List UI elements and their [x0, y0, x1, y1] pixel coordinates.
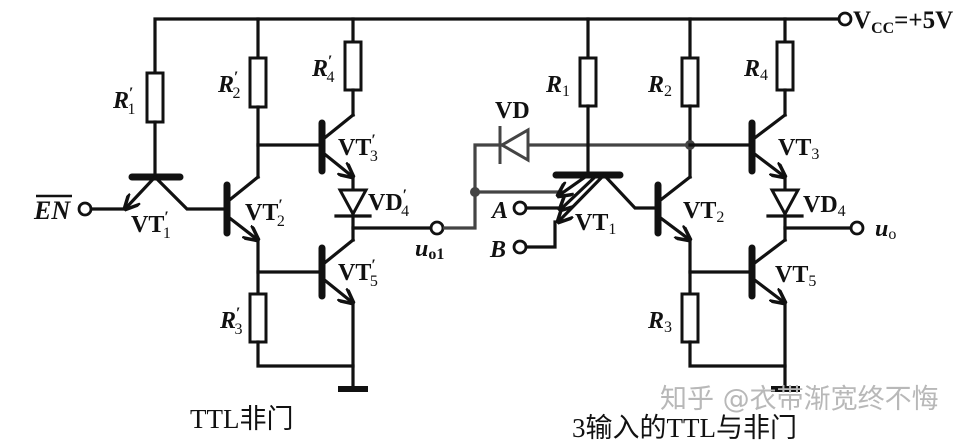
vcc-label: VCC=+5V [853, 7, 953, 37]
resistor-r4 [775, 40, 795, 92]
transistor-vt3-prime [318, 112, 353, 177]
label-uo1: uo1 [415, 236, 444, 263]
label-vt2-prime: VT′2 [245, 197, 285, 230]
label-vt1-prime: VT′1 [131, 209, 171, 242]
label-r4: R4 [743, 56, 768, 84]
label-vd4: VD4 [803, 192, 846, 220]
transistor-vt2 [654, 174, 690, 240]
resistor-r3-prime [248, 292, 268, 344]
resistor-r1 [578, 56, 598, 108]
watermark: 知乎 @衣带渐宽终不悔 [660, 384, 939, 415]
label-vt1: VT1 [575, 210, 616, 238]
label-r3-prime: R′3 [219, 305, 243, 338]
resistor-r2 [680, 56, 700, 108]
transistor-vt1-prime [125, 173, 229, 209]
label-input-a: A [490, 198, 508, 224]
en-input-terminal[interactable] [77, 201, 93, 217]
diode-vd4 [766, 175, 804, 242]
label-r3: R3 [647, 308, 672, 336]
resistor-r2-prime [248, 56, 268, 109]
caption-ttl-nand-gate: 3输入的TTL与非门 [572, 413, 797, 440]
resistor-r1-prime [145, 71, 165, 124]
label-r1-prime: R′1 [112, 85, 136, 118]
diode-vd4-prime [334, 175, 372, 242]
label-vd: VD [495, 98, 530, 124]
transistor-vt2-prime [223, 174, 258, 240]
uo-output-terminal[interactable] [849, 220, 865, 236]
junction-dot [470, 187, 480, 197]
uo1-output-terminal[interactable] [429, 220, 445, 236]
label-vt5-prime: VT′5 [338, 257, 378, 290]
label-vt3-prime: VT′3 [338, 132, 378, 165]
label-vt3: VT3 [778, 135, 819, 163]
label-r2-prime: R′2 [217, 69, 241, 102]
label-r4-prime: R′4 [311, 53, 335, 86]
label-en: EN [33, 196, 71, 225]
label-r2: R2 [647, 72, 672, 100]
caption-ttl-not-gate: TTL非门 [190, 404, 293, 434]
vcc-rail [153, 17, 840, 80]
label-vt2: VT2 [683, 198, 724, 226]
transistor-vt1-multi-emitter [552, 171, 660, 222]
resistor-r4-prime [343, 40, 363, 92]
input-b-terminal[interactable] [512, 239, 528, 255]
input-a-terminal[interactable] [512, 200, 528, 216]
transistor-vt5 [748, 237, 785, 303]
resistor-r3 [680, 292, 700, 344]
label-input-b: B [489, 237, 506, 263]
vcc-terminal[interactable] [837, 11, 853, 27]
label-r1: R1 [545, 72, 570, 100]
diode-vd [498, 126, 530, 164]
label-uo: uo [875, 216, 896, 243]
transistor-vt3 [748, 112, 785, 177]
transistor-vt5-prime [318, 237, 353, 303]
label-vd4-prime: VD′4 [368, 187, 409, 220]
label-vt5: VT5 [775, 262, 816, 290]
